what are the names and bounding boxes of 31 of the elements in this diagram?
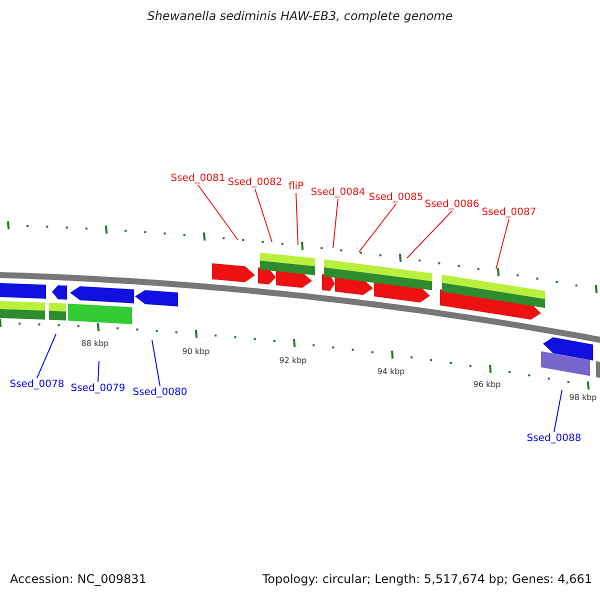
leader-line [406,210,452,258]
gene-label: Ssed_0086 [424,199,480,210]
leader-line [358,204,396,252]
leader-line [152,340,160,386]
gene-label: fliP [288,181,304,192]
title: Shewanella sediminis HAW-EB3, complete genome [147,10,453,24]
tick-label: 94 kbp [377,368,405,377]
gene-label: Ssed_0081 [170,173,226,184]
leader-line [36,334,56,378]
genome-info-text: Topology: circular; Length: 5,517,674 bp; Genes: 4,661 [262,573,592,586]
accession-text: Accession: NC_009831 [10,573,146,586]
leader-line [98,360,100,382]
tick-label: 88 kbp [81,340,109,349]
tick-label: 92 kbp [279,357,307,366]
tick-label: 90 kbp [182,348,210,357]
gene-label: Ssed_0088 [526,433,582,444]
gene-label: Ssed_0080 [132,387,188,398]
leader-line [296,192,298,246]
leader-line [554,390,562,432]
leader-line [254,188,272,242]
tick-label: 98 kbp [569,394,597,403]
gene-label: Ssed_0084 [310,187,366,198]
leader-line [198,184,238,240]
tick-label: 96 kbp [473,381,501,390]
gene-label: Ssed_0085 [368,192,424,203]
gene-label: Ssed_0079 [70,383,126,394]
gene-label: Ssed_0087 [482,207,536,218]
leader-line [332,198,338,248]
gene-label: Ssed_0078 [10,379,64,390]
leader-line [496,218,510,270]
gene-label: Ssed_0082 [228,177,282,188]
